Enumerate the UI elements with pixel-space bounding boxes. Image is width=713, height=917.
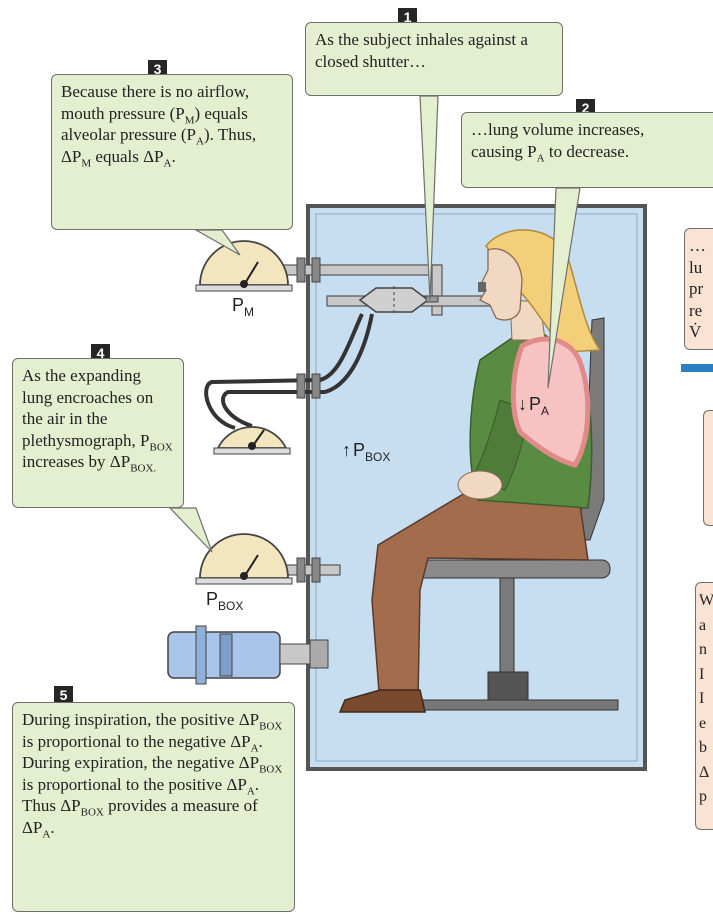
callout-4-text: As the expanding lung encroaches on the … — [22, 366, 173, 471]
callout-3: Because there is no airflow, mouth press… — [51, 74, 293, 230]
callout-5-text: During inspiration, the positive ΔPBOX i… — [22, 710, 282, 837]
cutoff-line: a — [699, 614, 713, 639]
callout-3-text: Because there is no airflow, mouth press… — [61, 82, 256, 166]
cutoff-line: Δ — [699, 761, 713, 786]
cutoff-line: I — [699, 663, 713, 688]
cutoff-line: n — [699, 638, 713, 663]
cutoff-orange-line: V̇ — [689, 321, 713, 343]
callout-5: During inspiration, the positive ΔPBOX i… — [12, 702, 295, 912]
cutoff-orange-line: re — [689, 300, 713, 322]
differential-pressure-gauge — [214, 427, 290, 454]
cutoff-orange-line: … — [689, 235, 713, 257]
right-divider — [681, 364, 713, 372]
cutoff-line: W — [699, 589, 713, 614]
cutoff-line: p — [699, 785, 713, 810]
cutoff-orange-line: lu — [689, 257, 713, 279]
callout-2-line-1: …lung volume increases, — [471, 120, 644, 139]
mouth-pressure-gauge — [196, 241, 292, 291]
calibration-syringe — [168, 626, 328, 684]
cutoff-orange-callout: … lu pr re V̇ — [684, 228, 713, 350]
cutoff-orange-box-2 — [703, 410, 713, 526]
cutoff-orange-line: pr — [689, 278, 713, 300]
callout-4: As the expanding lung encroaches on the … — [12, 358, 184, 508]
callout-1: As the subject inhales against a closed … — [305, 22, 563, 96]
pm-label: PM — [232, 295, 254, 319]
cutoff-line: I — [699, 687, 713, 712]
cutoff-orange-box-3: W a n I I e b Δ p — [695, 582, 713, 830]
callout-1-text: As the subject inhales against a closed … — [315, 30, 528, 71]
callout-2-line-2: causing PA to decrease. — [471, 142, 629, 161]
callout-2: …lung volume increases, causing PA to de… — [461, 112, 713, 188]
cutoff-line: b — [699, 736, 713, 761]
pbox-label: PBOX — [206, 589, 243, 613]
cutoff-line: e — [699, 712, 713, 737]
